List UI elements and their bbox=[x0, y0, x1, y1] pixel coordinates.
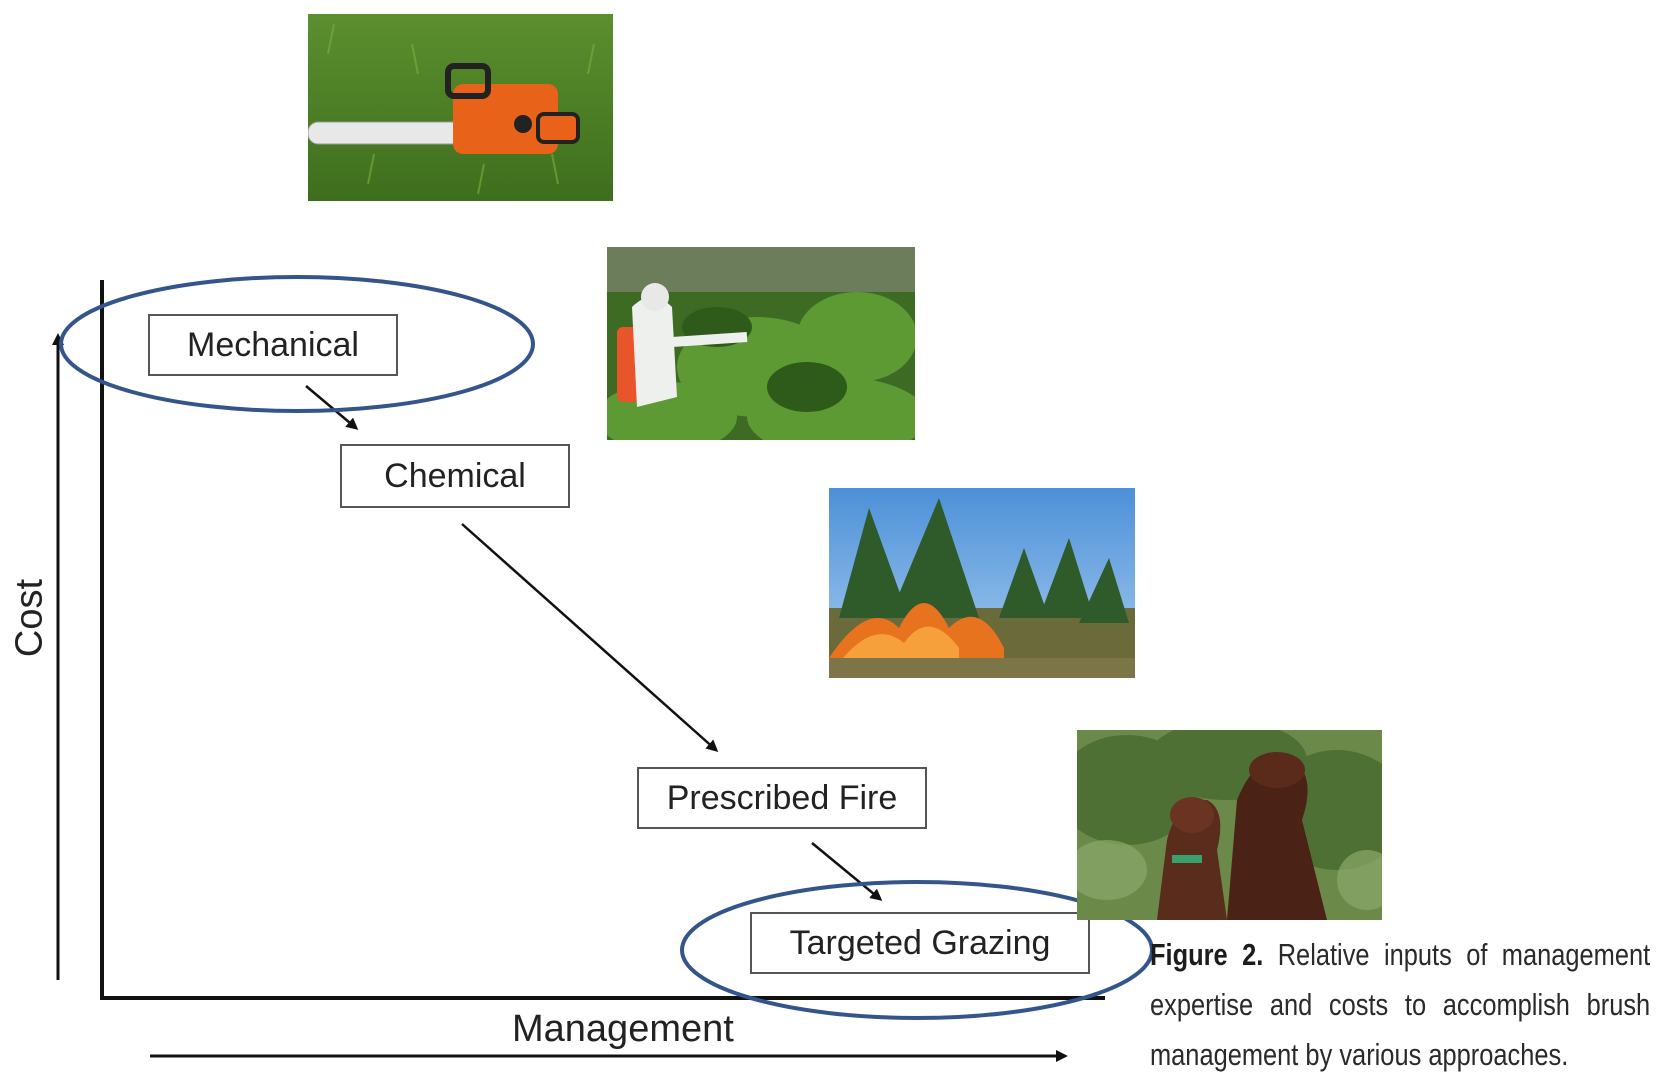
figure-caption-text: Relative inputs of management expertise … bbox=[1150, 937, 1651, 1072]
box-prescribed-fire: Prescribed Fire bbox=[637, 767, 927, 829]
highlight-ellipse-mechanical bbox=[59, 275, 535, 413]
figure-caption-label: Figure 2. bbox=[1150, 937, 1264, 972]
box-prescribed-fire-label: Prescribed Fire bbox=[666, 778, 898, 817]
box-mechanical: Mechanical bbox=[148, 314, 398, 376]
herbicide-spraying-photo bbox=[607, 247, 915, 440]
grazing-goats-photo bbox=[1077, 730, 1382, 920]
figure-caption: Figure 2. Relative inputs of management … bbox=[1150, 930, 1650, 1080]
arrow-fire-to-grazing bbox=[811, 842, 883, 901]
box-targeted-grazing-label: Targeted Grazing bbox=[789, 923, 1051, 962]
y-axis-label: Cost bbox=[8, 578, 51, 658]
highlight-ellipse-grazing bbox=[680, 880, 1154, 1020]
box-chemical: Chemical bbox=[340, 444, 570, 508]
x-axis-label: Management bbox=[512, 1008, 734, 1050]
prescribed-fire-photo bbox=[829, 488, 1135, 678]
box-targeted-grazing: Targeted Grazing bbox=[750, 912, 1090, 974]
box-chemical-label: Chemical bbox=[384, 456, 526, 495]
arrow-chemical-to-fire bbox=[461, 523, 719, 752]
chainsaw-photo bbox=[308, 14, 613, 201]
arrow-mechanical-to-chemical bbox=[305, 385, 359, 430]
box-mechanical-label: Mechanical bbox=[187, 325, 359, 364]
